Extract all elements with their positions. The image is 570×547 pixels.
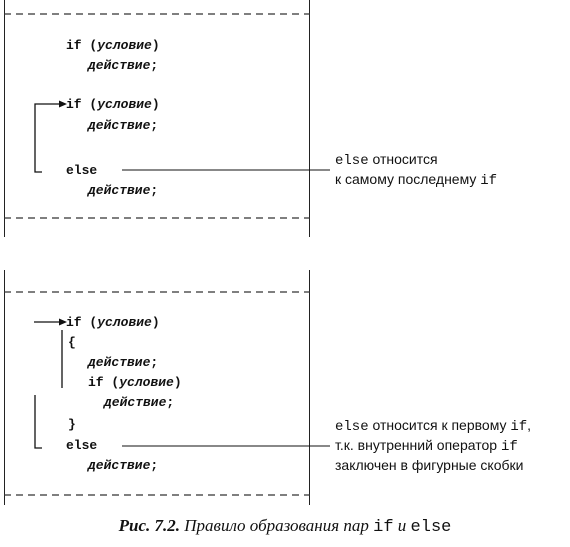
top-code-line-3: if (условие) bbox=[66, 97, 160, 112]
bottom-note-line-3: заключен в фигурные скобки bbox=[335, 457, 524, 473]
bottom-code-line-6: } bbox=[68, 417, 76, 432]
bottom-arrow-head bbox=[59, 318, 67, 326]
top-code-line-1: if (условие) bbox=[66, 38, 160, 53]
top-arrow-head bbox=[59, 100, 67, 108]
bottom-note-line-2: т.к. внутренний оператор if bbox=[335, 437, 518, 455]
top-bracket-line bbox=[34, 103, 62, 173]
top-code-line-5: else bbox=[66, 164, 102, 178]
top-code-line-2: действие; bbox=[88, 58, 159, 73]
bottom-note-line-1: else относится к первому if, bbox=[335, 417, 532, 435]
bottom-code-line-1: if (условие) bbox=[66, 315, 160, 330]
bottom-code-line-8: действие; bbox=[88, 458, 159, 473]
bottom-code-line-5: действие; bbox=[104, 395, 175, 410]
bottom-code-line-2: { bbox=[68, 335, 76, 350]
top-note-line-1: else относится bbox=[335, 151, 438, 169]
top-code-line-6: действие; bbox=[88, 183, 159, 198]
top-note-line-2: к самому последнему if bbox=[335, 171, 498, 189]
bottom-code-line-4: if (условие) bbox=[88, 375, 182, 390]
top-code-line-4: действие; bbox=[88, 118, 159, 133]
bottom-code-line-3: действие; bbox=[88, 355, 159, 370]
figure-caption: Рис. 7.2. Правило образования пар if и e… bbox=[118, 516, 452, 537]
bottom-bracket-lower bbox=[34, 395, 42, 449]
bottom-code-line-7: else bbox=[66, 439, 102, 453]
